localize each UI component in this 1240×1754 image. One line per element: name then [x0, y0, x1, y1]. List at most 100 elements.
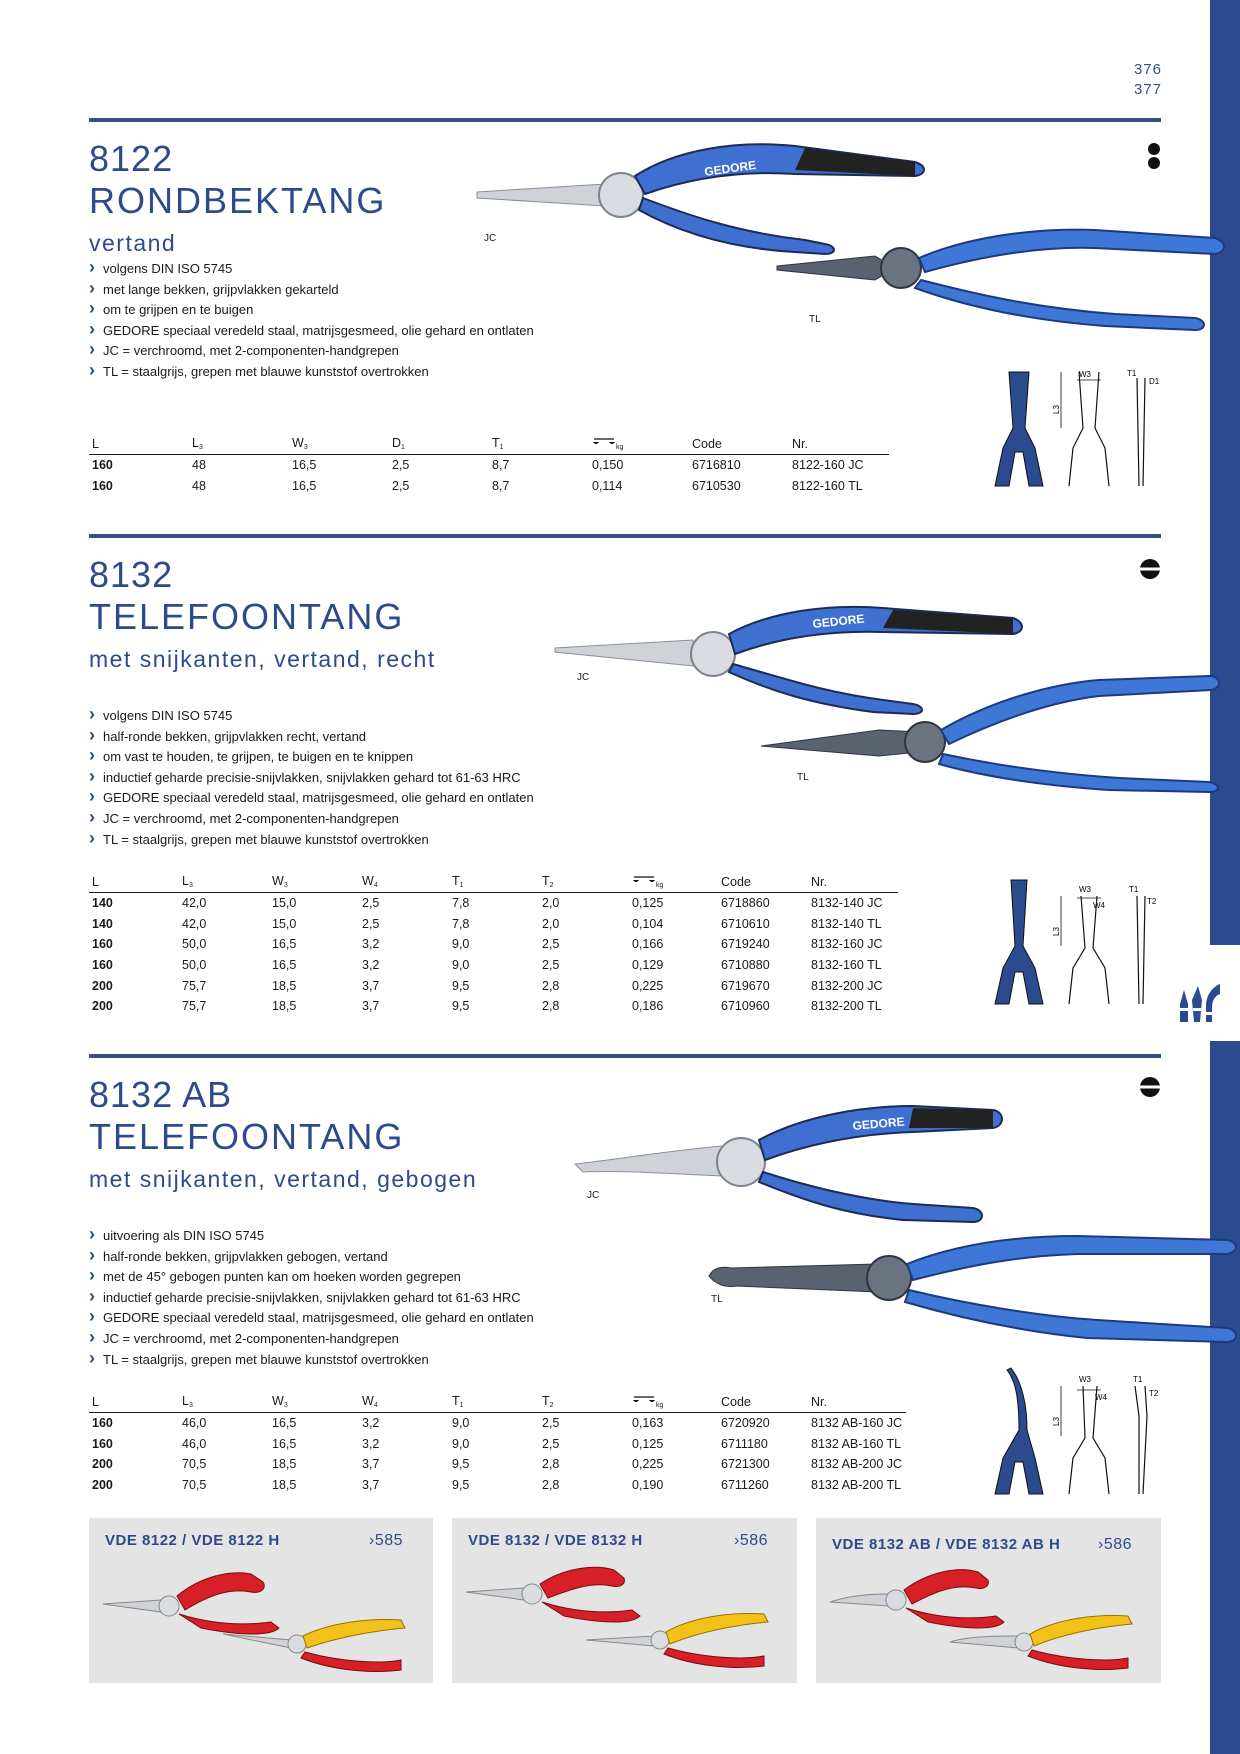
feature-item: half-ronde bekken, grijpvlakken gebogen,…: [89, 1245, 534, 1268]
page-reference[interactable]: ›586: [1098, 1536, 1133, 1553]
vde-title: VDE 8132 AB / VDE 8132 AB H: [832, 1536, 1061, 1553]
cell: 3,2: [362, 1416, 380, 1431]
col-header: Nr.: [808, 1392, 907, 1413]
cell: 2,5: [542, 1436, 560, 1451]
cell: 2,8: [542, 999, 560, 1014]
product-number: 8122: [89, 138, 174, 179]
feature-item: inductief geharde precisie-snijvlakken, …: [89, 1286, 534, 1309]
cell: 8122-160 JC: [792, 458, 864, 473]
dimension-drawing: W3 T1 D1 L3: [994, 369, 1160, 487]
svg-text:W3: W3: [1079, 885, 1092, 894]
col-header: Nr.: [808, 872, 898, 893]
page-reference[interactable]: ›586: [734, 1532, 769, 1549]
section-divider: [89, 534, 1161, 538]
cell: 18,5: [272, 999, 297, 1014]
svg-text:L3: L3: [1052, 927, 1061, 936]
cell: 9,0: [452, 937, 470, 952]
vde-8122-box[interactable]: VDE 8122 / VDE 8122 H ›585: [89, 1518, 433, 1683]
cell: 50,0: [182, 958, 207, 973]
cell: 6710960: [721, 999, 770, 1014]
section-divider: [89, 118, 1161, 122]
cell: 0,104: [632, 916, 664, 931]
page-right: 377: [1133, 81, 1162, 98]
variant-mark-tl: TL: [809, 314, 821, 325]
table-header-row: L L3 W3 W4 T1 T2 kg Code Nr.: [89, 872, 898, 893]
page-numbers: 376 377: [1134, 60, 1162, 100]
cell: 3,7: [362, 978, 380, 993]
feature-item: GEDORE speciaal veredeld staal, matrijsg…: [89, 319, 534, 342]
col-header-weight: kg: [629, 1392, 718, 1413]
cell: 70,5: [182, 1457, 207, 1472]
cell: 3,7: [362, 1478, 380, 1493]
vde-8132-ab-box[interactable]: VDE 8132 AB / VDE 8132 AB H ›586: [816, 1518, 1161, 1683]
cell: 6719670: [721, 978, 770, 993]
page-reference[interactable]: ›585: [369, 1532, 404, 1549]
cell: 8132-200 TL: [811, 999, 882, 1014]
cell: 0,114: [592, 478, 623, 493]
cell: 6720920: [721, 1416, 770, 1431]
cell: 8132-200 JC: [811, 978, 883, 993]
cell: 0,163: [632, 1416, 664, 1431]
vde-pliers-image: [102, 1572, 406, 1672]
cell: 18,5: [272, 1478, 297, 1493]
feature-item: om vast te houden, te grijpen, te buigen…: [89, 745, 534, 768]
cell: 9,5: [452, 1457, 470, 1472]
feature-item: uitvoering als DIN ISO 5745: [89, 1224, 534, 1247]
col-header: W4: [359, 1392, 449, 1413]
cell: 3,2: [362, 1436, 380, 1451]
svg-text:T2: T2: [1147, 897, 1157, 906]
chapter-tab: [1210, 0, 1240, 1754]
col-header-weight: kg: [629, 872, 718, 893]
cell: 75,7: [182, 978, 207, 993]
cell: 2,0: [542, 896, 560, 911]
col-header: Code: [689, 434, 789, 455]
variant-mark-jc: JC: [577, 672, 590, 683]
cell: 8122-160 TL: [792, 478, 863, 493]
feature-item: met de 45° gebogen punten kan om hoeken …: [89, 1265, 534, 1288]
vde-8132-box[interactable]: VDE 8132 / VDE 8132 H ›586: [452, 1518, 797, 1683]
col-header: W3: [289, 434, 389, 455]
cell: 9,5: [452, 999, 470, 1014]
col-header: T1: [489, 434, 589, 455]
cell: 160: [92, 937, 113, 952]
pliers-tl-image: [776, 228, 1225, 332]
col-header: L3: [179, 872, 269, 893]
col-header: T1: [449, 872, 539, 893]
cell: 6710880: [721, 958, 770, 973]
cell: 6716810: [692, 458, 741, 473]
cell: 6710610: [721, 916, 770, 931]
cell: 16,5: [272, 937, 297, 952]
feature-list: volgens DIN ISO 5745 half-ronde bekken, …: [89, 704, 534, 850]
svg-text:T1: T1: [1129, 885, 1139, 894]
cell: 15,0: [272, 896, 297, 911]
cell: 6711180: [721, 1436, 768, 1451]
cell: 16,5: [292, 458, 317, 473]
cell: 8132-140 TL: [811, 916, 882, 931]
cell: 7,8: [452, 916, 470, 931]
cell: 2,8: [542, 1457, 560, 1472]
dimension-drawing: W3 T1 W4 T2 L3: [994, 879, 1157, 1005]
section-8122: 8122 RONDBEKTANG vertand GEDORE JC TL vo…: [89, 118, 1225, 498]
half-round-symbol-icon: [1139, 1077, 1161, 1097]
cell: 50,0: [182, 937, 207, 952]
half-round-symbol-icon: [1139, 559, 1161, 579]
cell: 140: [92, 896, 113, 911]
section-divider: [89, 1054, 1161, 1058]
cell: 6721300: [721, 1457, 770, 1472]
cell: 2,0: [542, 916, 560, 931]
col-header: Code: [718, 872, 808, 893]
cell: 48: [192, 478, 206, 493]
feature-item: om te grijpen en te buigen: [89, 298, 534, 321]
pliers-chapter-icon: [1179, 984, 1220, 1022]
cell: 160: [92, 1416, 113, 1431]
col-header: Code: [718, 1392, 808, 1413]
scale-weight-icon: [593, 438, 615, 444]
